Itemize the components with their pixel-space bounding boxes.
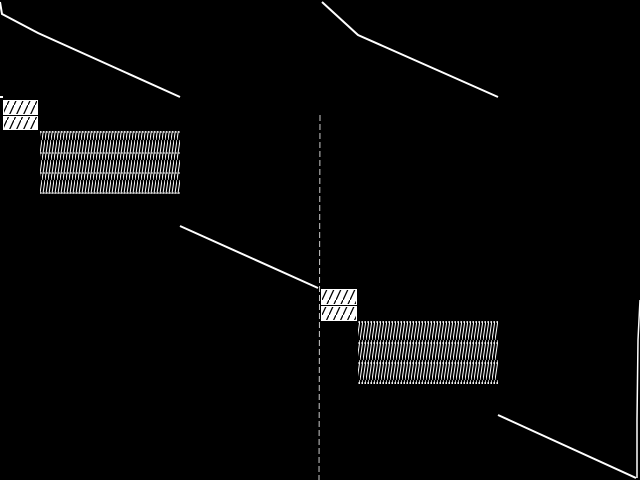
large-hatched-block-right <box>358 321 498 384</box>
left-panel <box>0 1 319 289</box>
small-hatched-block <box>0 96 38 130</box>
right-edge-line <box>636 299 640 478</box>
right-panel <box>321 1 640 479</box>
decay-line-top-right <box>321 1 499 98</box>
small-hatched-block-right <box>321 289 357 321</box>
diagonal-line-middle <box>179 225 319 289</box>
large-hatched-block <box>40 131 180 194</box>
diagonal-line-bottom <box>497 414 637 479</box>
vertical-divider <box>318 114 321 480</box>
decay-line-top <box>0 1 181 98</box>
